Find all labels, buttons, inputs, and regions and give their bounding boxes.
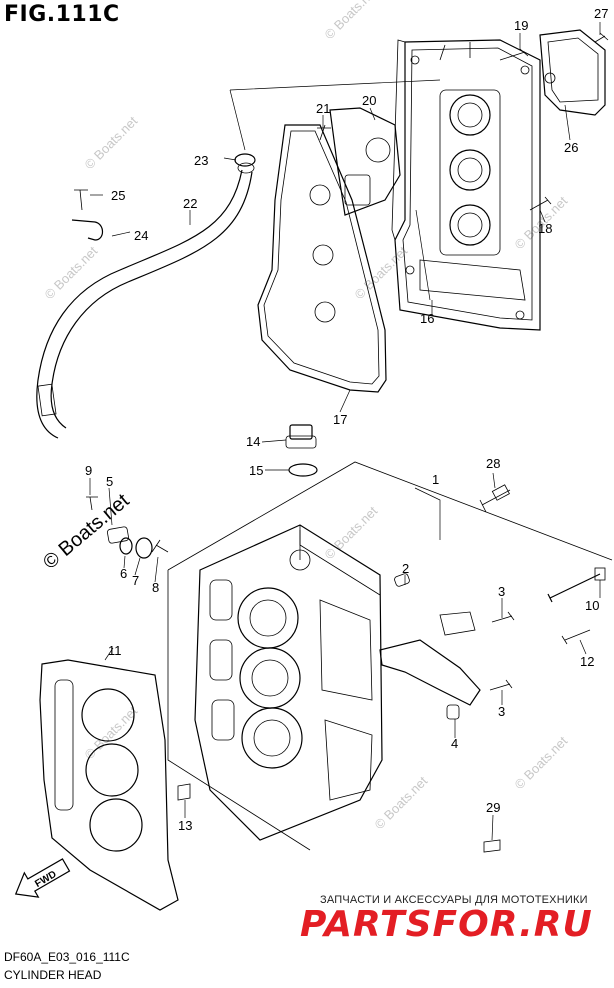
callout-29: 29 bbox=[486, 800, 500, 815]
callout-28: 28 bbox=[486, 456, 500, 471]
callout-5: 5 bbox=[106, 474, 113, 489]
oil-filler-plug bbox=[285, 424, 317, 449]
callout-20: 20 bbox=[362, 93, 376, 108]
callout-21: 21 bbox=[316, 101, 330, 116]
dowel-pin-13 bbox=[177, 783, 191, 801]
callout-4: 4 bbox=[451, 736, 458, 751]
svg-text:FWD: FWD bbox=[33, 869, 58, 890]
callout-7: 7 bbox=[132, 573, 139, 588]
callout-18: 18 bbox=[538, 221, 552, 236]
forward-arrow: FWD bbox=[14, 858, 71, 898]
callout-11: 11 bbox=[108, 643, 122, 658]
o-ring bbox=[288, 463, 318, 477]
callout-16: 16 bbox=[420, 311, 434, 326]
watermark-caption: ЗАПЧАСТИ И АКСЕССУАРЫ ДЛЯ МОТОТЕХНИКИ bbox=[320, 894, 588, 906]
callout-3: 3 bbox=[498, 584, 505, 599]
holder-block bbox=[439, 611, 476, 636]
callout-labels: 1 2 3 3 4 5 6 7 8 9 10 11 12 13 14 15 16… bbox=[85, 6, 608, 833]
callout-9: 9 bbox=[85, 463, 92, 478]
oil-pressure-switch bbox=[107, 526, 129, 544]
watermark-logo: PARTSFOR.RU bbox=[300, 904, 593, 945]
bolt-10 bbox=[547, 573, 601, 603]
bolt-19 bbox=[499, 48, 529, 61]
part-7 bbox=[135, 537, 153, 559]
cover-plate bbox=[539, 29, 606, 116]
bolt-27 bbox=[594, 32, 609, 43]
bolt-9 bbox=[86, 496, 98, 511]
callout-3: 3 bbox=[498, 704, 505, 719]
callout-14: 14 bbox=[246, 434, 260, 449]
watermark-text: © Boats.net bbox=[372, 773, 431, 832]
callout-10: 10 bbox=[585, 598, 599, 613]
watermark-text: © Boats.net bbox=[322, 0, 381, 42]
bolt-21 bbox=[317, 124, 331, 141]
bolt-12 bbox=[561, 629, 591, 645]
callout-1: 1 bbox=[432, 472, 439, 487]
bolt-8 bbox=[151, 539, 169, 553]
callout-15: 15 bbox=[249, 463, 263, 478]
dowel-pin-29 bbox=[483, 839, 501, 853]
cover-gasket-small bbox=[329, 107, 401, 216]
callout-24: 24 bbox=[134, 228, 148, 243]
head-gasket bbox=[39, 659, 179, 911]
watermark-text: © Boats.net bbox=[42, 243, 101, 302]
hose-clamp bbox=[234, 153, 256, 167]
breather-hose bbox=[36, 162, 255, 439]
callout-26: 26 bbox=[564, 140, 578, 155]
bolt-3b bbox=[489, 679, 513, 691]
figure-name: CYLINDER HEAD bbox=[4, 968, 102, 982]
callout-6: 6 bbox=[120, 566, 127, 581]
callout-23: 23 bbox=[194, 153, 208, 168]
watermark-text: © Boats.net bbox=[82, 113, 141, 172]
leader-lines bbox=[89, 22, 601, 841]
bolt-18 bbox=[529, 196, 552, 211]
bolt-25 bbox=[74, 189, 88, 211]
watermark-text: © Boats.net bbox=[512, 733, 571, 792]
bolt-3a bbox=[491, 611, 515, 623]
callout-25: 25 bbox=[111, 188, 125, 203]
spark-plug bbox=[479, 489, 511, 513]
callout-12: 12 bbox=[580, 654, 594, 669]
dowel-pin-2 bbox=[394, 573, 410, 587]
callout-8: 8 bbox=[152, 580, 159, 595]
callout-19: 19 bbox=[514, 18, 528, 33]
hose-clip bbox=[71, 219, 104, 241]
gasket-6 bbox=[119, 537, 133, 555]
cylinder-head bbox=[167, 461, 613, 851]
callout-22: 22 bbox=[183, 196, 197, 211]
figure-title: FIG.111C bbox=[4, 2, 120, 27]
dowel-pin-4 bbox=[446, 704, 460, 720]
callout-17: 17 bbox=[333, 412, 347, 427]
watermark-text: © Boats.net bbox=[322, 503, 381, 562]
figure-code: DF60A_E03_016_111C bbox=[4, 950, 130, 964]
callout-13: 13 bbox=[178, 818, 192, 833]
camshaft-holder bbox=[379, 639, 481, 706]
callout-27: 27 bbox=[594, 6, 608, 21]
boats-net-watermark-dark: © Boats.net bbox=[39, 489, 134, 573]
cover-gasket bbox=[257, 124, 387, 393]
watermark-text: © Boats.net bbox=[352, 243, 411, 302]
callout-2: 2 bbox=[402, 561, 409, 576]
cylinder-head-cover bbox=[391, 39, 541, 331]
